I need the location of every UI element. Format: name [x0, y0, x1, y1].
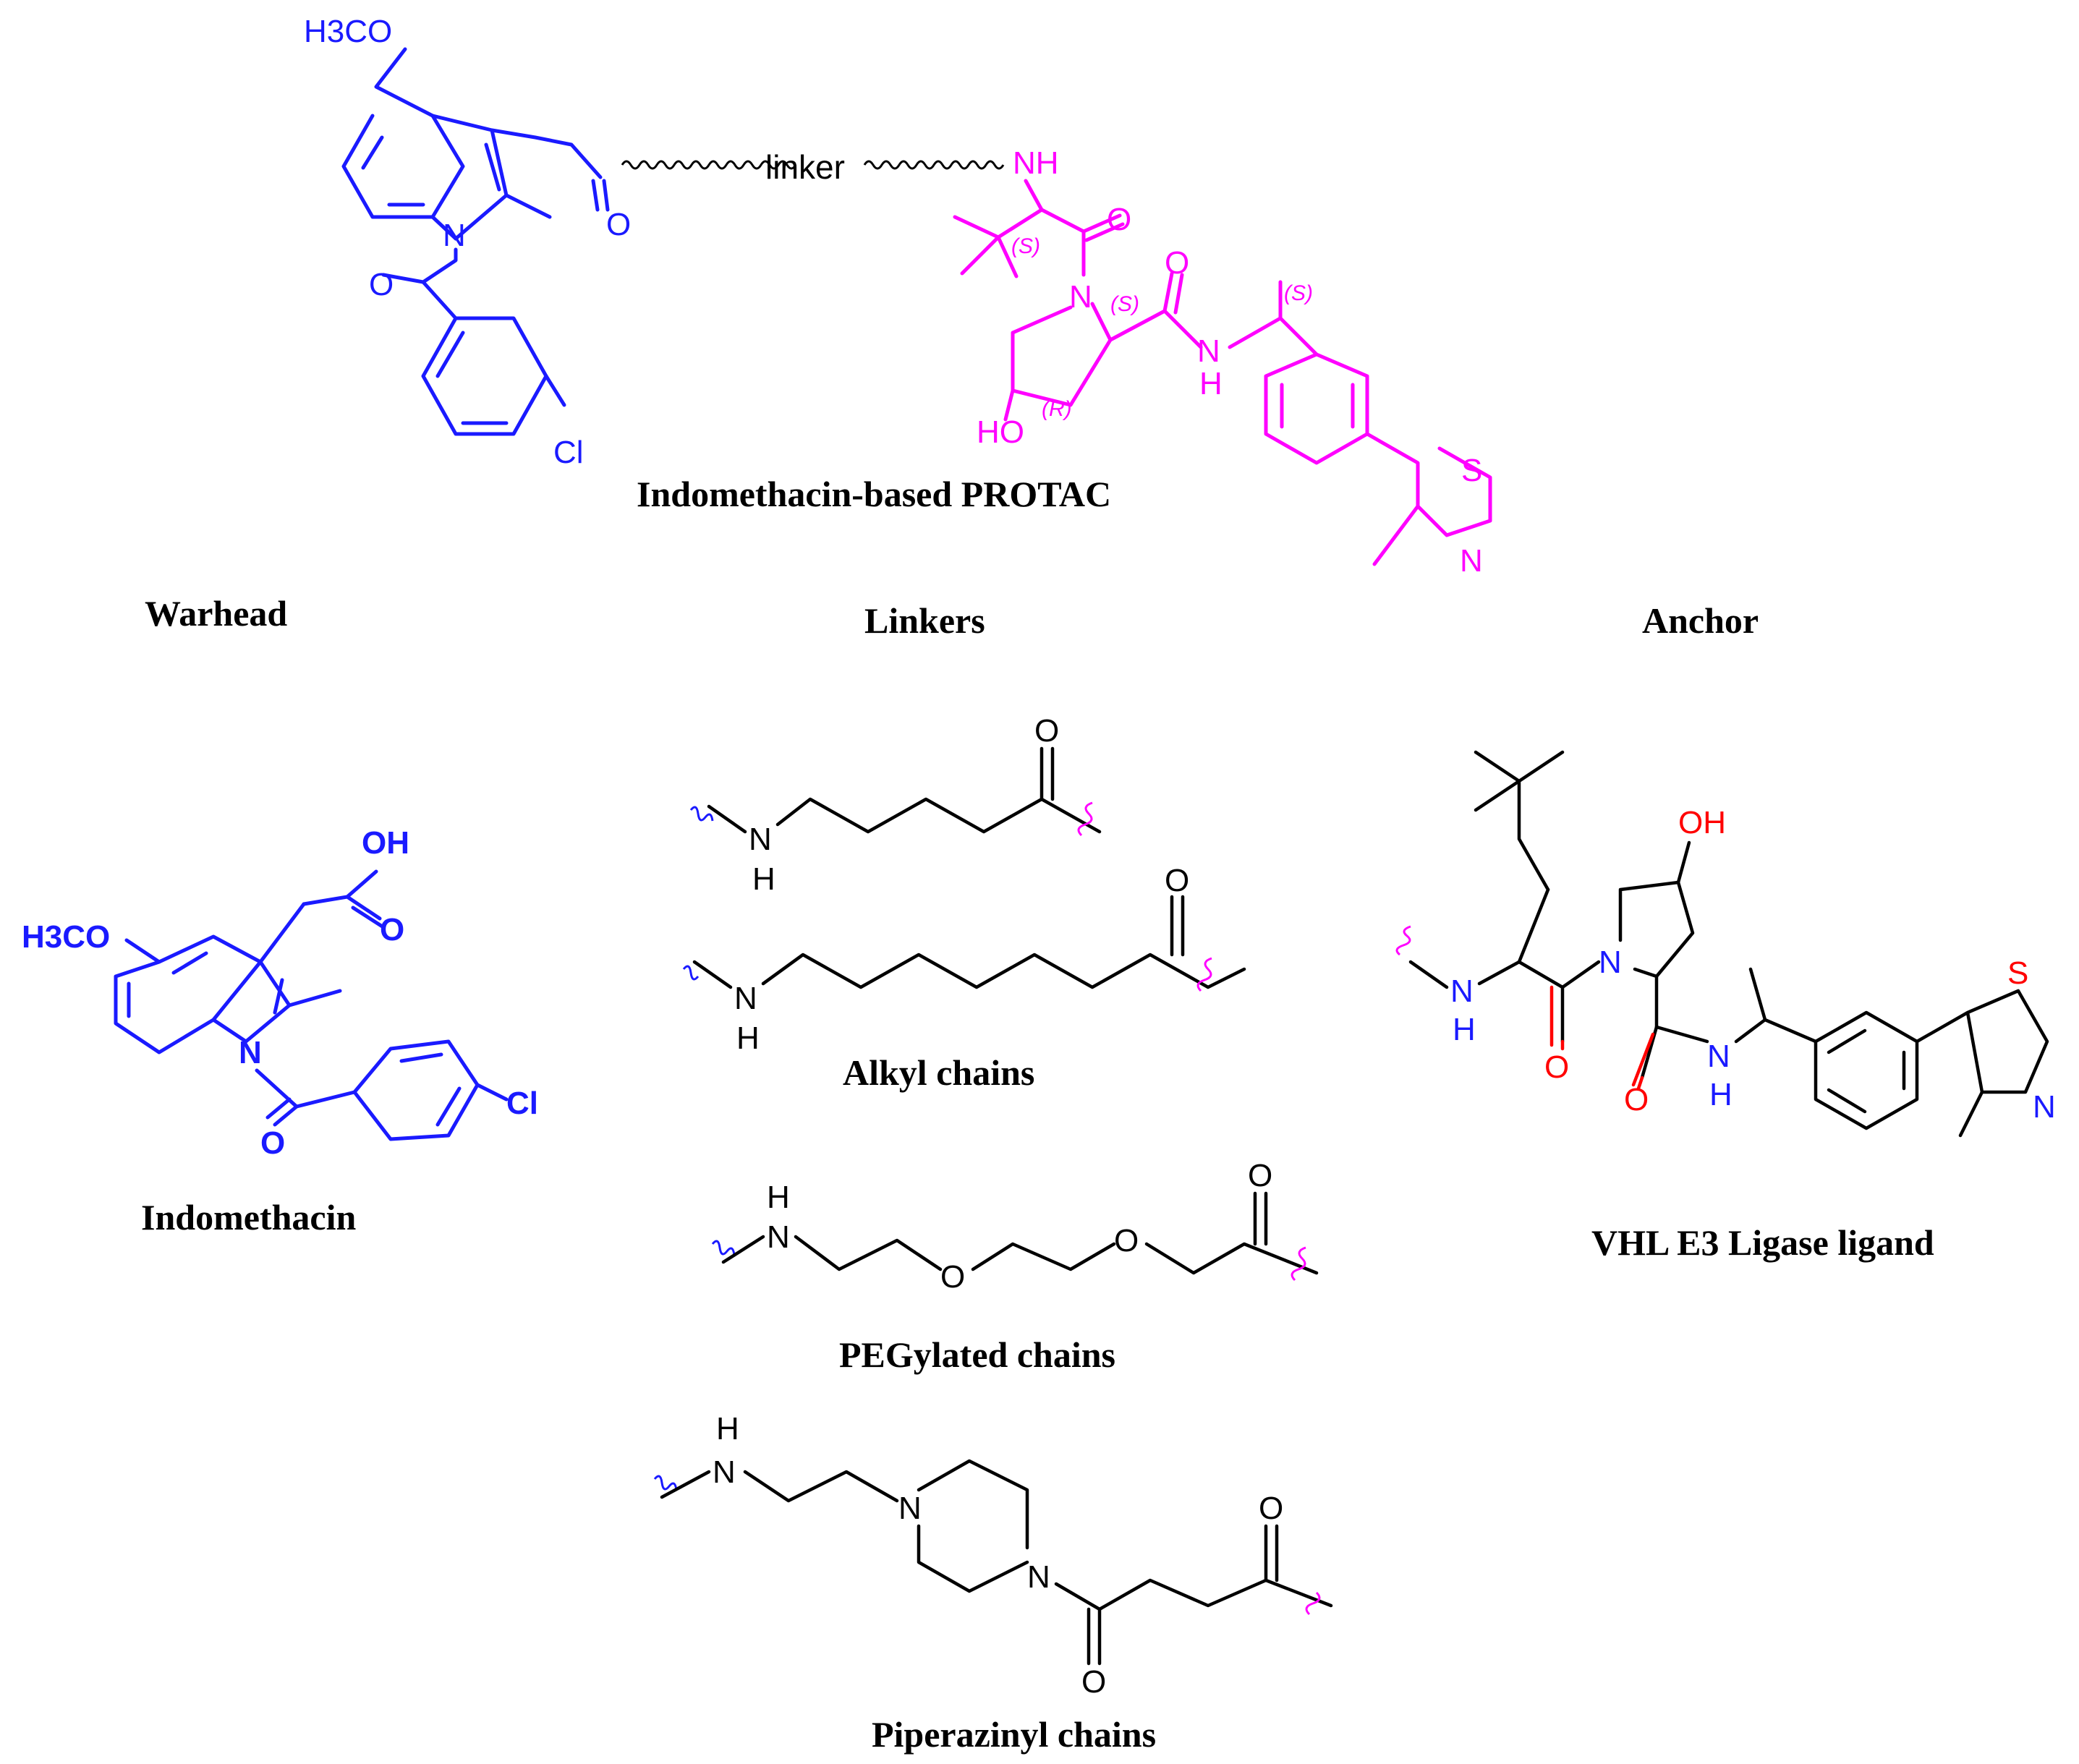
protac-linker-label: linker — [765, 148, 845, 186]
vhl-amide2-h: H — [1709, 1077, 1732, 1112]
pip-ketone-o: O — [1259, 1491, 1283, 1526]
peg-o2: O — [1114, 1223, 1139, 1258]
peg-n: N — [767, 1219, 790, 1255]
alkyl-chain-1: N H O — [689, 713, 1102, 897]
protac-thiazole-n: N — [1460, 543, 1483, 579]
indomethacin-oh: OH — [362, 825, 409, 861]
pip-n3: N — [1027, 1559, 1050, 1595]
protac-linker: linker — [621, 148, 1005, 186]
vhl-structure: OH N H O N O N H S N — [1395, 750, 2056, 1138]
protac-methoxy-label: H3CO — [304, 14, 392, 49]
protac-ketone-o: O — [606, 207, 631, 242]
piperazinyl-chain: H N N N O O — [653, 1411, 1333, 1700]
caption-protac: Indomethacin-based PROTAC — [637, 474, 1111, 514]
vhl-oh: OH — [1678, 805, 1726, 840]
peg-h: H — [767, 1180, 790, 1215]
protac-amide1-o: O — [1107, 202, 1131, 237]
protac-amide2-n: N — [1197, 333, 1220, 369]
caption-vhl: VHL E3 Ligase ligand — [1591, 1222, 1934, 1263]
alkyl1-n: N — [749, 822, 772, 857]
indomethacin-structure: OH H3CO O N O Cl — [22, 825, 538, 1161]
vhl-amine-n: N — [1450, 973, 1474, 1009]
vhl-pyrrolidine-n: N — [1599, 945, 1622, 980]
protac-amide2-o: O — [1165, 245, 1189, 281]
peg-chain: H N O O O — [711, 1158, 1319, 1295]
vhl-thiazole-s: S — [2007, 955, 2028, 991]
protac-structure: H3CO N O O Cl linker NH — [304, 14, 1492, 579]
protac-amide2-h: H — [1199, 366, 1223, 401]
pip-h: H — [716, 1411, 739, 1446]
protac-anchor: NH (S) O N (S) (R) HO O N H (S) S N — [953, 145, 1492, 579]
protac-stereo-s2: (S) — [1110, 292, 1139, 316]
indomethacin-methoxy: H3CO — [22, 919, 110, 955]
alkyl2-n: N — [734, 981, 757, 1016]
caption-peg: PEGylated chains — [839, 1334, 1115, 1375]
peg-o1: O — [940, 1259, 965, 1295]
caption-piperazinyl: Piperazinyl chains — [872, 1714, 1156, 1755]
vhl-amide1-o: O — [1544, 1049, 1569, 1085]
vhl-amide2-o: O — [1624, 1082, 1649, 1117]
protac-amide-o: O — [369, 267, 394, 302]
alkyl-chain-2: N H O — [682, 863, 1246, 1056]
peg-ketone-o: O — [1248, 1158, 1272, 1193]
protac-pyrrolidine-n: N — [1069, 279, 1092, 315]
caption-warhead: Warhead — [145, 593, 287, 634]
protac-thiazole-s: S — [1461, 453, 1482, 488]
pip-n1: N — [713, 1454, 736, 1490]
indomethacin-n: N — [239, 1035, 262, 1070]
alkyl2-o: O — [1165, 863, 1189, 898]
vhl-amide2-n: N — [1707, 1039, 1730, 1074]
alkyl1-o: O — [1034, 713, 1059, 749]
protac-warhead: H3CO N O O Cl — [304, 14, 631, 470]
caption-anchor: Anchor — [1642, 600, 1759, 641]
protac-indole-n: N — [443, 218, 466, 253]
pip-amide-o: O — [1081, 1664, 1106, 1700]
protac-stereo-s1: (S) — [1011, 234, 1040, 258]
caption-linkers: Linkers — [864, 600, 985, 641]
pip-n2: N — [898, 1491, 922, 1526]
indomethacin-amide-o: O — [260, 1125, 285, 1161]
indomethacin-cl: Cl — [506, 1086, 538, 1121]
alkyl2-h: H — [736, 1021, 760, 1056]
caption-indomethacin: Indomethacin — [141, 1197, 356, 1237]
protac-nh-label: NH — [1013, 145, 1059, 181]
protac-stereo-r: (R) — [1042, 397, 1072, 421]
protac-ho-label: HO — [977, 414, 1024, 450]
indomethacin-acid-o: O — [380, 912, 404, 947]
alkyl1-h: H — [752, 861, 775, 897]
protac-stereo-s3: (S) — [1284, 281, 1313, 305]
vhl-thiazole-n: N — [2033, 1089, 2056, 1125]
vhl-amine-h: H — [1453, 1012, 1476, 1047]
protac-cl-label: Cl — [553, 435, 584, 470]
caption-alkyl: Alkyl chains — [843, 1052, 1034, 1093]
